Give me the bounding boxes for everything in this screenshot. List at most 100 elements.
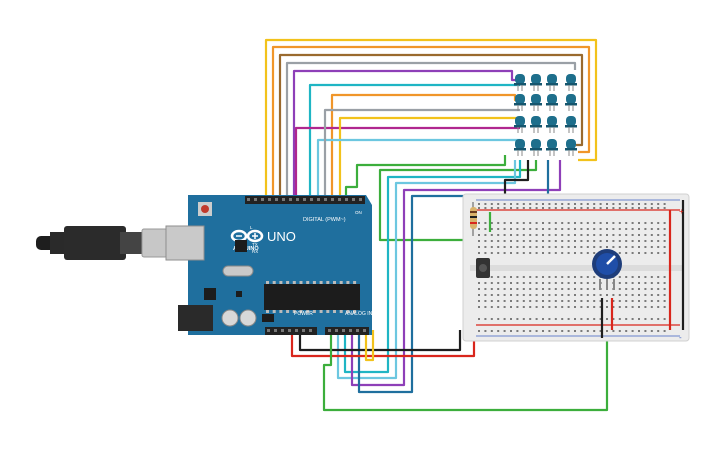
rail-plus-label: + [679, 207, 684, 216]
breadboard-hole [586, 246, 589, 248]
breadboard-hole [510, 318, 512, 320]
breadboard-hole [586, 240, 589, 242]
breadboard-hole [586, 228, 589, 230]
breadboard-hole [484, 207, 487, 209]
breadboard-hole [599, 203, 602, 205]
breadboard-hole [490, 246, 493, 248]
tx-led-label: TX [252, 242, 258, 247]
resistor-icon [470, 202, 477, 236]
breadboard-hole [580, 234, 583, 236]
wire-green-header [344, 155, 507, 198]
breadboard-hole [638, 203, 640, 205]
breadboard-hole [644, 234, 647, 236]
breadboard-hole [580, 282, 583, 284]
breadboard-hole [618, 234, 621, 236]
breadboard-hole [631, 252, 634, 254]
breadboard-hole [580, 246, 583, 248]
breadboard-hole [510, 306, 512, 308]
breadboard-hole [638, 276, 640, 278]
breadboard-hole [478, 300, 480, 302]
breadboard-hole [554, 240, 557, 242]
breadboard-hole [631, 288, 634, 290]
breadboard-hole [516, 246, 519, 248]
breadboard-hole [478, 318, 480, 320]
breadboard-hole [574, 203, 576, 205]
breadboard-hole [516, 294, 519, 296]
header-pin [356, 329, 359, 332]
breadboard-hole [574, 306, 576, 308]
chip-leg [346, 281, 350, 284]
breadboard-hole [522, 282, 525, 284]
breadboard-hole [650, 252, 653, 254]
breadboard-hole [625, 318, 628, 320]
chip-leg [299, 281, 303, 284]
rx-led-label: RX [252, 249, 258, 254]
breadboard-hole [644, 240, 647, 242]
breadboard-hole [554, 234, 557, 236]
breadboard-hole [650, 300, 653, 302]
breadboard-hole [599, 306, 602, 308]
breadboard-hole [542, 300, 544, 302]
led-icon [565, 74, 577, 91]
header-pin [302, 329, 305, 332]
wire-red-5v [290, 328, 476, 358]
breadboard-hole [542, 203, 544, 205]
breadboard-hole [535, 330, 538, 332]
breadboard-hole [631, 330, 634, 332]
wire-gray-mid [323, 108, 520, 198]
breadboard-hole [535, 282, 538, 284]
breadboard-hole [535, 240, 538, 242]
pushbutton-icon[interactable] [476, 258, 490, 278]
wire-orange-top [271, 45, 591, 198]
breadboard-hole [478, 207, 480, 209]
chip-leg [279, 281, 283, 284]
breadboard-hole [586, 207, 589, 209]
breadboard-hole [484, 240, 487, 242]
breadboard-hole [644, 282, 647, 284]
breadboard-hole [561, 252, 564, 254]
breadboard-hole [580, 228, 583, 230]
breadboard-hole [510, 228, 512, 230]
breadboard-hole [510, 203, 512, 205]
breadboard-hole [503, 330, 506, 332]
breadboard-hole [638, 330, 640, 332]
breadboard-hole [631, 203, 634, 205]
breadboard-hole [650, 330, 653, 332]
header-pin [342, 329, 345, 332]
breadboard-hole [567, 282, 570, 284]
breadboard-hole [618, 300, 621, 302]
breadboard-hole [567, 330, 570, 332]
breadboard-hole [535, 288, 538, 290]
breadboard-hole [574, 288, 576, 290]
breadboard-hole [522, 276, 525, 278]
breadboard-hole [586, 294, 589, 296]
breadboard-hole [618, 294, 621, 296]
breadboard-hole [529, 318, 532, 320]
breadboard-hole [567, 276, 570, 278]
wire-green-a0 [322, 300, 609, 412]
breadboard-hole [522, 246, 525, 248]
chip-leg [292, 310, 296, 313]
breadboard-hole [561, 222, 564, 224]
breadboard-hole [510, 300, 512, 302]
breadboard-hole [586, 234, 589, 236]
breadboard-hole [567, 240, 570, 242]
breadboard-hole [631, 234, 634, 236]
breadboard-hole [554, 276, 557, 278]
breadboard-hole [650, 276, 653, 278]
breadboard-hole [548, 240, 551, 242]
header-pin [324, 198, 327, 201]
breadboard-hole [490, 306, 493, 308]
breadboard-hole [529, 228, 532, 230]
header-pin [275, 198, 278, 201]
breadboard-hole [593, 222, 596, 224]
potentiometer-icon[interactable] [592, 249, 622, 290]
breadboard-hole [657, 246, 660, 248]
breadboard-hole [490, 207, 493, 209]
breadboard-hole [497, 288, 500, 290]
breadboard-hole [599, 330, 602, 332]
breadboard-hole [529, 288, 532, 290]
breadboard-hole [644, 330, 647, 332]
breadboard-hole [599, 234, 602, 236]
breadboard-hole [522, 306, 525, 308]
